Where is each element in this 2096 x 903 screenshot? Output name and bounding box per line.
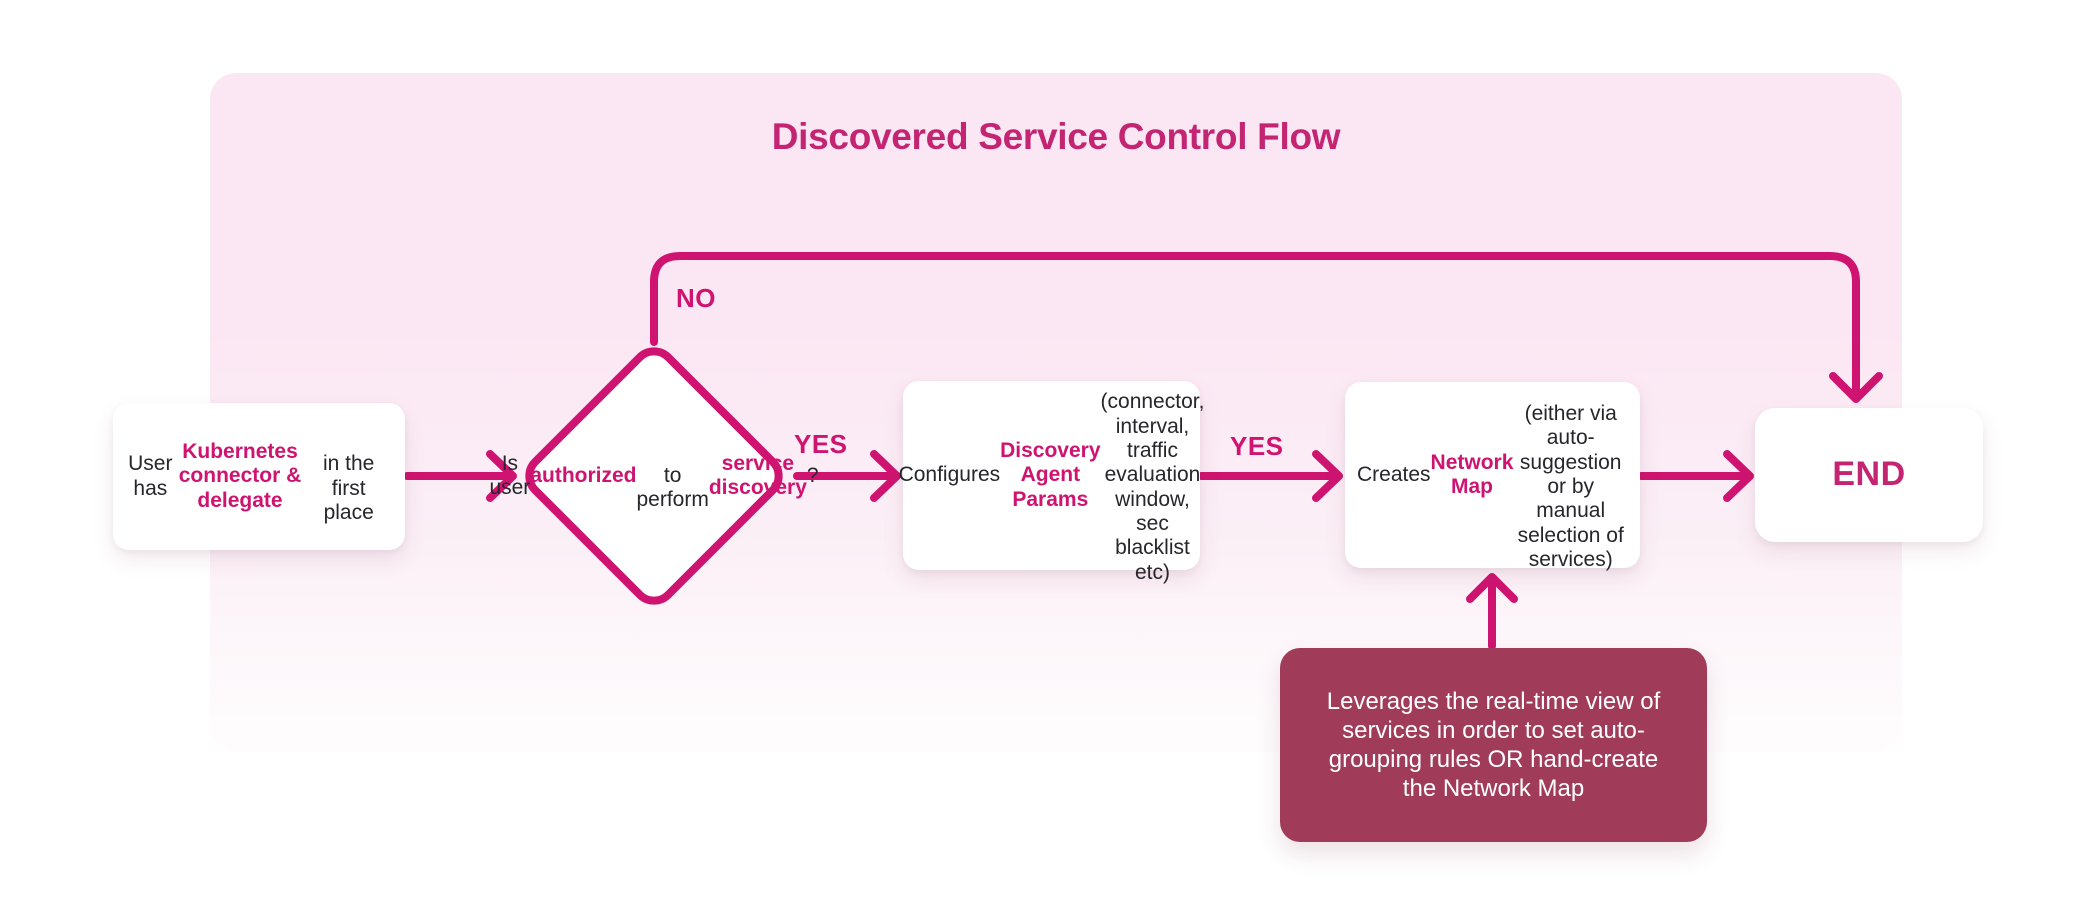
arrowhead-down-icon — [1829, 372, 1883, 403]
plain-text: User has — [128, 452, 173, 500]
plain-text: ? — [806, 463, 819, 487]
plain-text: Is user — [489, 451, 531, 499]
edge-line — [650, 252, 1860, 394]
arrowhead-right-icon — [486, 450, 517, 502]
highlighted-text: service discovery — [708, 451, 807, 499]
plain-text: (either via auto- suggestion or by manua… — [1517, 401, 1624, 572]
highlighted-text: Discovery Agent Params — [1000, 438, 1101, 511]
plain-text: (connector, interval, traffic evaluation… — [1100, 390, 1205, 584]
diagram-title: Discovered Service Control Flow — [771, 116, 1341, 157]
highlighted-text: authorized — [530, 463, 637, 487]
node-create-network-map: Creates Network Map (either via auto- su… — [1345, 382, 1640, 571]
node-note-annotation: Leverages the real-time view of services… — [1280, 648, 1707, 842]
plain-text: Creates — [1357, 462, 1431, 486]
node-configure-params: Configures Discovery Agent Params (conne… — [899, 381, 1204, 584]
arrowhead-up-icon — [1466, 573, 1518, 603]
arrowhead-right-icon — [1723, 450, 1754, 502]
node-end: END — [1755, 408, 1983, 542]
edge-create-to-end — [1637, 450, 1754, 502]
edge-label-no: NO — [676, 283, 716, 313]
plain-text: to perform — [636, 463, 709, 512]
edge-decision-to-configure-yes — [793, 450, 901, 502]
edge-decision-no-to-end — [650, 252, 1883, 403]
highlighted-text: Network Map — [1430, 450, 1514, 498]
edge-configure-to-create-yes — [1197, 450, 1343, 502]
edge-note-to-create — [1466, 573, 1518, 650]
plain-text: in the first place — [322, 452, 375, 524]
highlighted-text: Kubernetes connector & delegate — [178, 439, 302, 512]
node-decision-text: Is user authorized to perform service di… — [489, 400, 818, 552]
arrowhead-right-icon — [1312, 450, 1343, 502]
edge-label-yes-2: YES — [1230, 431, 1284, 461]
arrowhead-right-icon — [870, 450, 901, 502]
node-start: User has Kubernetes connector & delegate… — [113, 403, 405, 550]
plain-text: Configures — [898, 463, 1001, 487]
edge-start-to-decision — [403, 450, 517, 502]
edge-label-yes-1: YES — [794, 429, 848, 459]
